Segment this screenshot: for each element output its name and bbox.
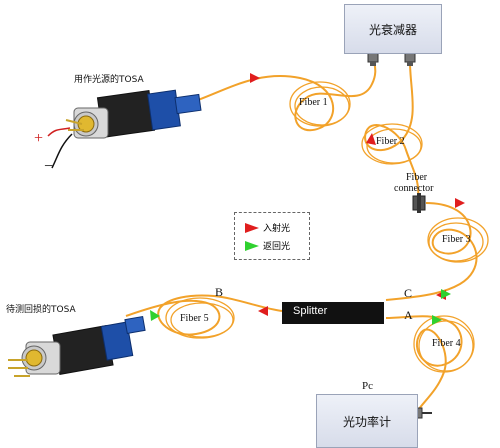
port-b-label: B	[215, 285, 224, 299]
power-meter-box: 光功率计	[316, 394, 418, 448]
fiber-connector	[412, 193, 426, 213]
incident-arrow-fiber3	[455, 198, 465, 208]
fiber-connector-label-line1: Fiber	[406, 172, 428, 183]
port-a-label: A	[404, 308, 413, 322]
fiber-3-coil	[427, 217, 489, 263]
attenuator-ports	[367, 51, 416, 66]
port-c-label: C	[404, 286, 413, 300]
source-tosa-device	[47, 89, 202, 169]
legend-return-label: 返回光	[263, 242, 291, 252]
fiber-5-coil	[165, 297, 235, 339]
legend-item-return: 返回光	[245, 239, 290, 252]
legend-incident-label: 入射光	[263, 224, 291, 234]
fiber-4-path	[385, 315, 463, 415]
incident-arrow-fiber2	[366, 133, 376, 145]
minus-sign: −	[44, 158, 54, 175]
fiber-4-coil	[413, 315, 475, 373]
source-tosa-label: 用作光源的TOSA	[74, 75, 144, 85]
splitter-body	[282, 302, 384, 324]
fiber-2-label: Fiber 2	[376, 136, 405, 147]
green-arrow-icon	[245, 240, 259, 251]
return-arrows	[150, 289, 451, 325]
incident-arrow-splitter-b	[258, 306, 268, 316]
return-arrow-fiber4	[432, 315, 442, 325]
fiber-1-path	[197, 59, 377, 132]
plus-sign: +	[34, 130, 44, 147]
attenuator-label: 光衰减器	[368, 22, 417, 37]
fiber-5-path	[125, 294, 283, 336]
fiber-1-label: Fiber 1	[299, 97, 328, 108]
fiber-connector-label-line2: connector	[394, 183, 434, 194]
legend: 入射光 返回光	[234, 212, 310, 260]
fiber-1-coil	[289, 81, 351, 127]
legend-item-incident: 入射光	[245, 221, 290, 234]
incident-arrows	[250, 73, 465, 316]
fiber-paths	[125, 59, 478, 415]
splitter-label: Splitter	[293, 305, 328, 317]
fiber-coils	[165, 81, 489, 373]
power-meter-label: 光功率计	[342, 414, 391, 429]
attenuator-box: 光衰减器	[344, 4, 442, 54]
red-arrow-icon	[245, 222, 259, 233]
fiber-4-label: Fiber 4	[432, 338, 461, 349]
return-arrow-fiber5	[150, 310, 160, 321]
pc-label: Pc	[362, 380, 373, 392]
incident-arrow-fiber1	[250, 73, 260, 83]
fiber-3-path	[385, 202, 478, 301]
fiber-5-label: Fiber 5	[180, 313, 209, 324]
return-arrow-splitter-c	[441, 289, 451, 299]
fiber-3-label: Fiber 3	[442, 234, 471, 245]
test-tosa-label: 待测回损的TOSA	[6, 305, 76, 315]
fiber-2-coil	[361, 123, 423, 165]
test-tosa-device	[8, 315, 146, 377]
